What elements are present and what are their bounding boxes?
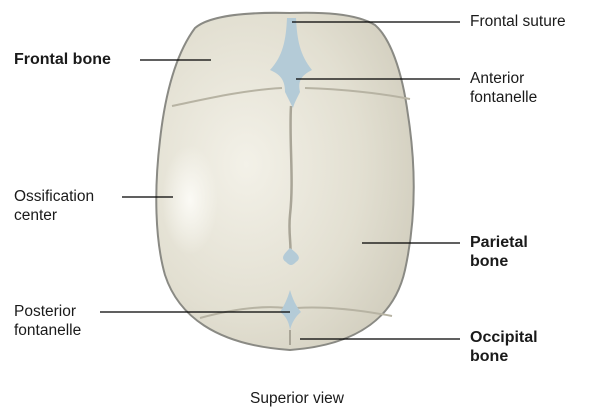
label-frontal-suture: Frontal suture [470,12,566,31]
ossification-center-highlight [162,145,218,255]
label-frontal-bone: Frontal bone [14,50,111,69]
label-parietal-bone: Parietal bone [470,233,528,271]
label-occipital-bone: Occipital bone [470,328,538,366]
label-posterior-fontanelle: Posterior fontanelle [14,302,81,340]
figure-caption: Superior view [0,390,594,408]
label-ossification-center: Ossification center [14,187,94,225]
label-anterior-fontanelle: Anterior fontanelle [470,69,537,107]
